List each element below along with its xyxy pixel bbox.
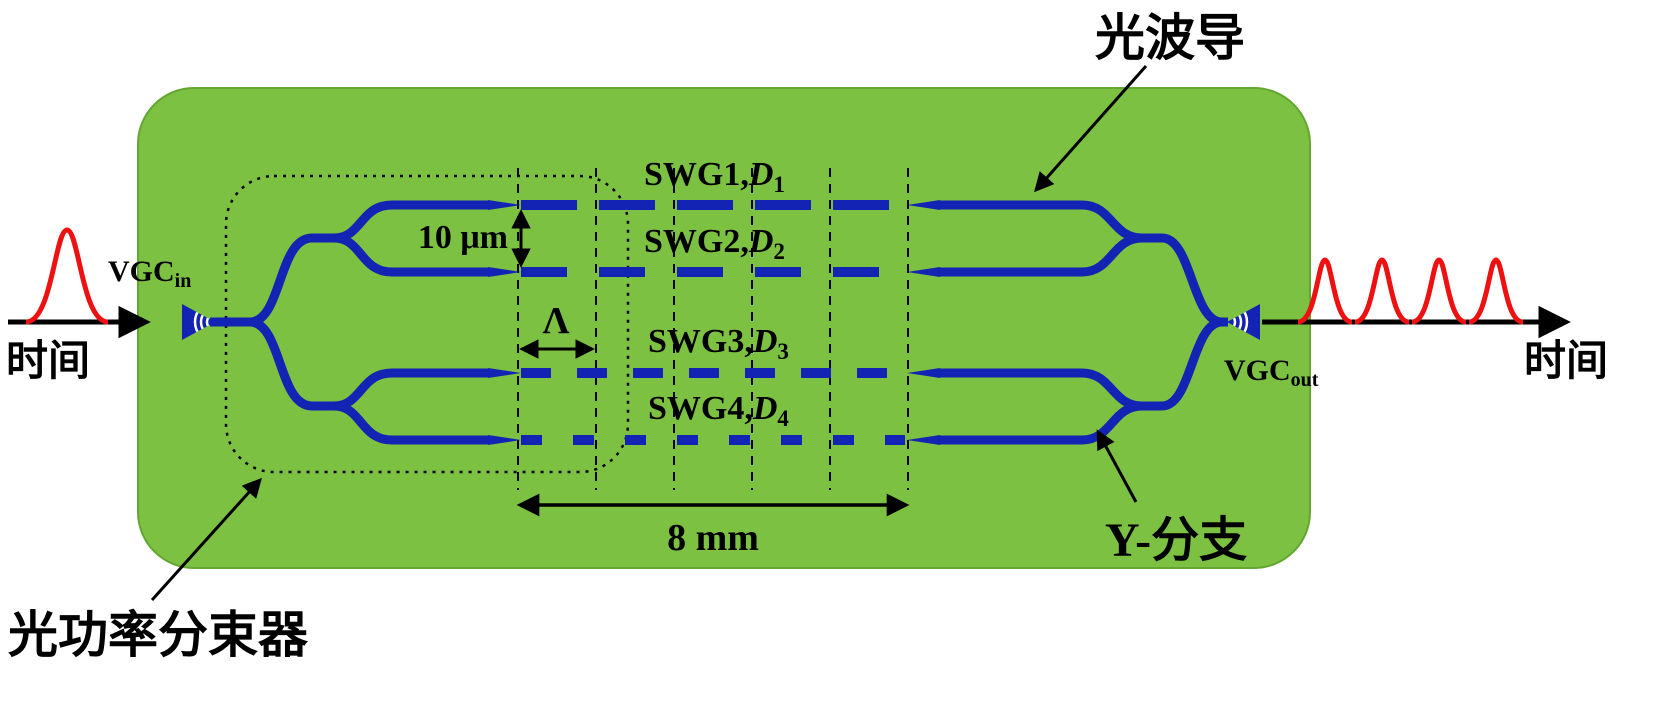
power-splitter-outline [224,174,630,474]
taper [907,368,940,378]
vgc-in-horn [182,304,215,340]
waveguide-tapers [488,200,940,445]
vgc-out-label: VGCout [1224,354,1319,391]
splitter-callout-label: 光功率分束器 [8,607,309,663]
output-pulse [1468,257,1524,325]
vgc-in-grating-lines [193,304,215,340]
swg4-label: SWG4,D4 [648,390,789,431]
spacing-dimension-label: 10 μm [418,219,508,256]
combiner-arm-2 [938,233,1143,277]
splitter-bend-lower [249,317,334,411]
vgc-out-grating-lines [1227,304,1249,340]
combiner-bend-lower [1142,317,1228,411]
taper [488,200,521,210]
taper [907,435,940,445]
waveguide-callout-label: 光波导 [1095,10,1245,66]
waveguide-callout-arrow [1034,65,1148,193]
input-pulse [25,227,109,325]
combiner-arm-4 [938,401,1143,445]
output-pulse [1411,257,1467,325]
splitter-bend-upper [249,233,334,327]
swg2-label: SWG2,D2 [644,223,785,264]
taper [907,200,940,210]
period-dimension-label: Λ [542,300,570,342]
y-branch-callout-label: Y-分支 [1105,514,1247,567]
time-label-left: 时间 [6,338,90,385]
time-label-right: 时间 [1524,338,1608,385]
vgc-out-coupler-icon [1227,304,1260,340]
output-pulse [1297,257,1353,325]
taper [488,368,521,378]
splitter-callout-arrow [150,477,262,602]
swg1-label: SWG1,D1 [644,156,785,197]
taper [488,267,521,277]
y-branch-callout-arrow [1096,429,1138,503]
vgc-in-label: VGCin [108,255,191,292]
taper [488,435,521,445]
output-pulse-train [1297,257,1524,325]
taper [907,267,940,277]
swg3-label: SWG3,D3 [648,323,789,364]
length-dimension-label: 8 mm [667,517,759,559]
waveguide-network [210,200,1228,445]
splitter-arm-2 [333,233,490,277]
vgc-out-horn [1227,304,1260,340]
splitter-arm-4 [333,401,490,445]
output-pulse [1354,257,1410,325]
vgc-in-coupler-icon [182,304,215,340]
